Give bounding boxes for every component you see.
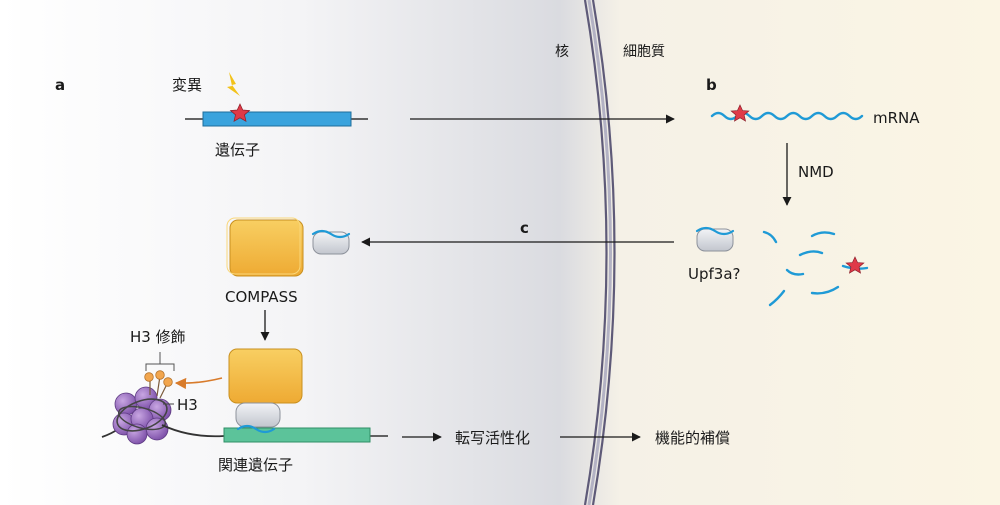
modification-arrow [174,377,223,390]
mrna-fragment [768,289,786,307]
gene-bar [202,111,352,127]
compass-label: COMPASS [225,288,298,306]
panel-label-c: c [520,219,529,237]
mrna-fragment [810,285,840,295]
upf3a-protein-cytoplasm [695,226,735,252]
modification-mark [163,377,173,387]
mrna-label: mRNA [873,109,920,127]
h3-tail-modifications [144,370,173,399]
nuclear-membrane [583,0,616,505]
transcription-activation-label: 転写活性化 [455,429,530,447]
lightning-icon [227,72,240,96]
fragment-mutation-star-icon [845,256,865,274]
bound-mrna-fragment [236,424,276,434]
mrna-mutation-star-icon [730,104,750,122]
cytoplasm-label: 細胞質 [623,44,665,60]
compass-complex [226,217,304,277]
nmd-label: NMD [798,163,834,181]
mutation-star-icon [229,103,251,123]
h3-label: H3 [177,396,198,414]
panel-label-a: a [55,76,65,94]
nucleus-label: 核 [555,44,569,60]
gene-label: 遺伝子 [215,141,260,159]
modification-mark [144,372,154,382]
upf3a-protein-nucleus [311,229,351,255]
panel-label-b: b [706,76,717,94]
nucleosome [101,386,225,445]
mutation-label: 変異 [172,76,202,94]
h3-modification-label: H3 修飾 [130,328,186,346]
related-gene-label: 関連遺伝子 [218,456,293,474]
upf3a-bound [235,402,281,428]
upf3a-label: Upf3a? [688,265,740,283]
mrna-fragment [785,268,805,276]
mrna-fragment [762,230,778,244]
compass-bound [228,348,303,404]
related-gene-bar [223,427,371,443]
mrna-fragment [810,231,836,238]
modification-mark [155,370,165,380]
mrna-fragments [762,230,869,307]
functional-compensation-label: 機能的補償 [655,429,730,447]
mrna-fragment [798,250,824,257]
